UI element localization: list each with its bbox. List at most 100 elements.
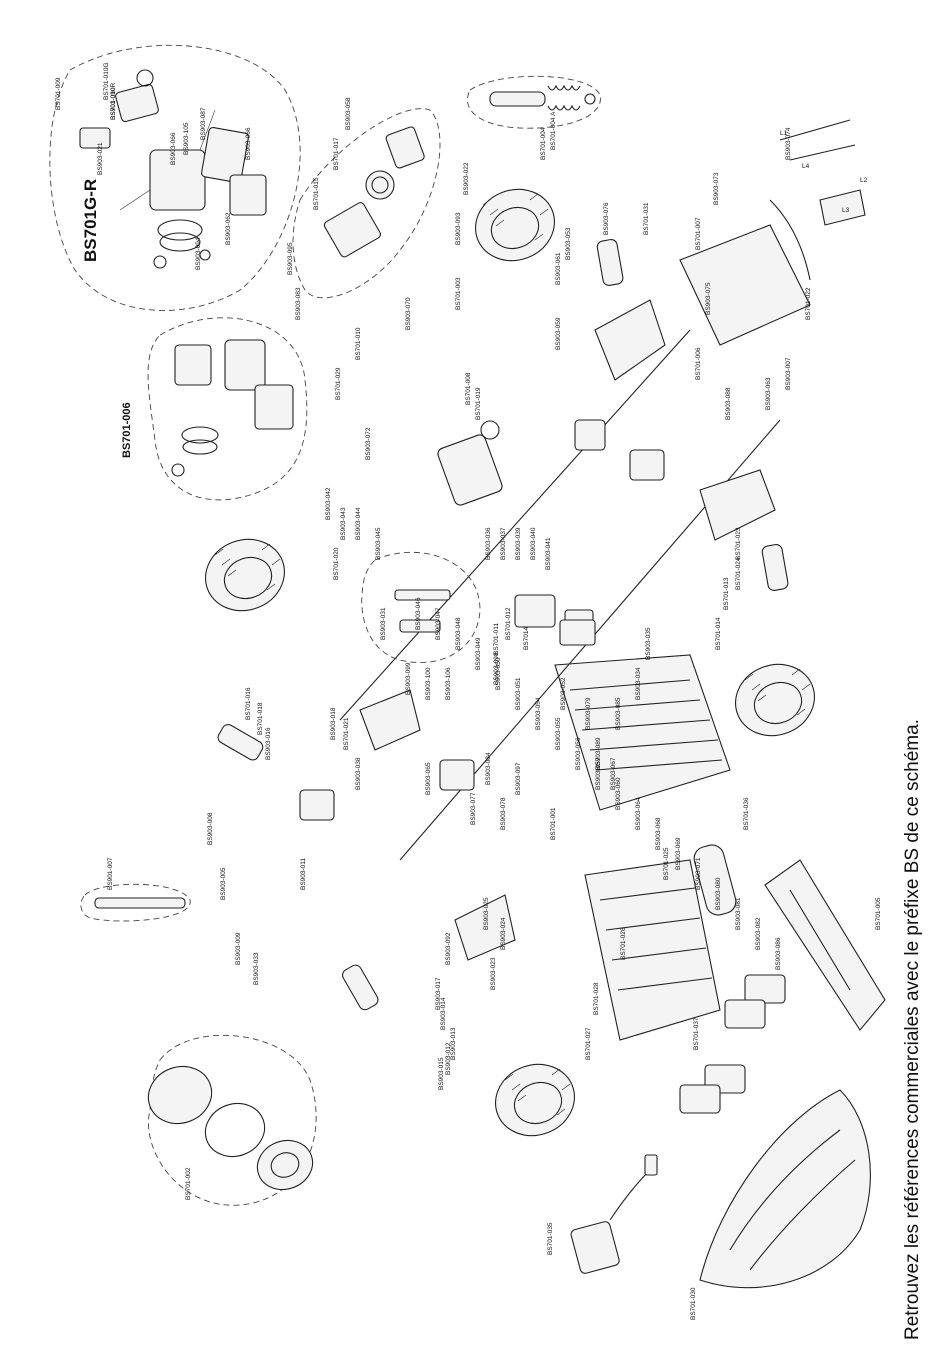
part-label: BS701-010 [355,327,362,360]
part-label: BS903-051 [515,677,522,710]
wheel-front-right [475,188,555,262]
part-label: BS903-033 [253,952,260,985]
part-label: BS701-003 [455,277,462,310]
body-shell [699,1089,871,1289]
rear-bumper [679,119,866,346]
part-label: BS701-019 [475,387,482,420]
part-label: BS903-075 [705,282,712,315]
engine-loose [437,420,503,506]
part-label: BS903-065 [425,762,432,795]
part-label: BS903-058 [345,97,352,130]
part-label: BS903-095 [287,242,294,275]
part-label: BS903-017 [435,977,442,1010]
part-label: BS903-043 [340,507,347,540]
part-label: BS701-035 [547,1222,554,1255]
part-label: BS903-066 [245,127,252,160]
engine-group-006-title: BS701-006 [121,402,133,458]
part-label: BS903-082 [755,917,762,950]
part-label: BS903-031 [380,607,387,640]
part-label: BS903-009 [235,932,242,965]
callout-l1: L1 [780,130,788,137]
wheel-rear-right [735,663,815,737]
part-label: BS903-073 [713,172,720,205]
rear-wing [764,859,886,1031]
part-label: BS903-083 [295,287,302,320]
part-label: BS903-005 [220,867,227,900]
part-label: BS903-068 [655,817,662,850]
part-label: BS701-008 [465,372,472,405]
part-label: BS903-080 [715,877,722,910]
part-label: BS903-037 [500,527,507,560]
part-label: BS903-050 [495,657,502,690]
part-label: BS701-023 [735,527,742,560]
part-label: BS901-007 [107,857,114,890]
part-label: BS903-042 [325,487,332,520]
electronics [559,619,737,916]
part-label: BS903-090 [110,87,117,120]
part-label: BS903-021 [97,142,104,175]
tool-wrench [80,883,191,922]
part-label: BS903-015 [438,1057,445,1090]
part-label: BS903-079 [585,697,592,730]
part-label: BS903-049 [475,637,482,670]
part-label: BS701-028 [593,982,600,1015]
part-label: BS903-039 [515,527,522,560]
part-label: BS701-012 [505,607,512,640]
part-label: BS701-007 [695,217,702,250]
part-label: BS903-008 [207,812,214,845]
part-label: BS7014 [523,626,530,650]
part-label: BS903-085 [615,697,622,730]
part-label: BS903-069 [675,837,682,870]
part-label: BS903-024 [500,917,507,950]
part-label: BS903-038 [355,757,362,790]
part-label: BS903-070 [405,297,412,330]
part-label: BS903-016 [265,727,272,760]
part-label: BS903-077 [470,792,477,825]
part-label: BS903-041 [545,537,552,570]
part-label: BS903-047 [435,607,442,640]
engine-group-title: BS701G-R [81,179,100,262]
steering-group [361,551,481,663]
part-label: BS903-052 [560,677,567,710]
part-label: BS701-004 [540,127,547,160]
part-label: BS701-022 [805,287,812,320]
shock-group-top [467,75,601,129]
part-label: BS903-014 [440,997,447,1030]
part-label: BS903-011 [300,858,307,890]
part-label: BS903-089 [595,737,602,770]
part-label: BS903-007 [785,357,792,390]
part-label: BS903-098 [493,652,500,685]
suspension-parts [299,299,776,961]
wheel-rear-left [495,1063,575,1137]
part-label: BS903-012 [445,1042,452,1075]
engine-group-bs701g-r: BS701G-R [49,44,301,311]
part-label: BS701-010R [110,82,117,120]
part-label: BS903-046 [415,597,422,630]
part-label: BS903-071 [695,857,702,890]
part-label: BS903-054 [535,697,542,730]
wheel-front-left [205,538,285,612]
part-label: BS701-029 [335,367,342,400]
part-label: BS701-015 [313,177,320,210]
part-label: BS903-059 [555,317,562,350]
part-label: BS701-025 [663,847,670,880]
part-label: BS903-066 [170,132,177,165]
part-label: BS701-021 [343,717,350,750]
callout-l2: L2 [860,177,868,184]
shock-absorbers [217,238,789,1011]
part-label: BS903-094 [195,237,202,270]
part-label: BS903-034 [635,667,642,700]
part-label: BS701-002 [185,1167,192,1200]
part-label: BS701-016 [245,687,252,720]
part-label: BS903-053 [565,227,572,260]
part-label: BS701-010G [103,62,110,100]
part-label: BS903-013 [450,1027,457,1060]
diagram-caption: Retrouvez les références commerciales av… [902,719,923,1340]
part-label: BS701-001 [550,807,557,840]
part-label: BS903-056 [575,737,582,770]
part-label: BS903-022 [463,162,470,195]
part-label: BS903-025 [483,897,490,930]
part-label: BS701-018 [257,702,264,735]
part-label: BS903-018 [330,707,337,740]
part-label: BS701-026 [620,927,627,960]
